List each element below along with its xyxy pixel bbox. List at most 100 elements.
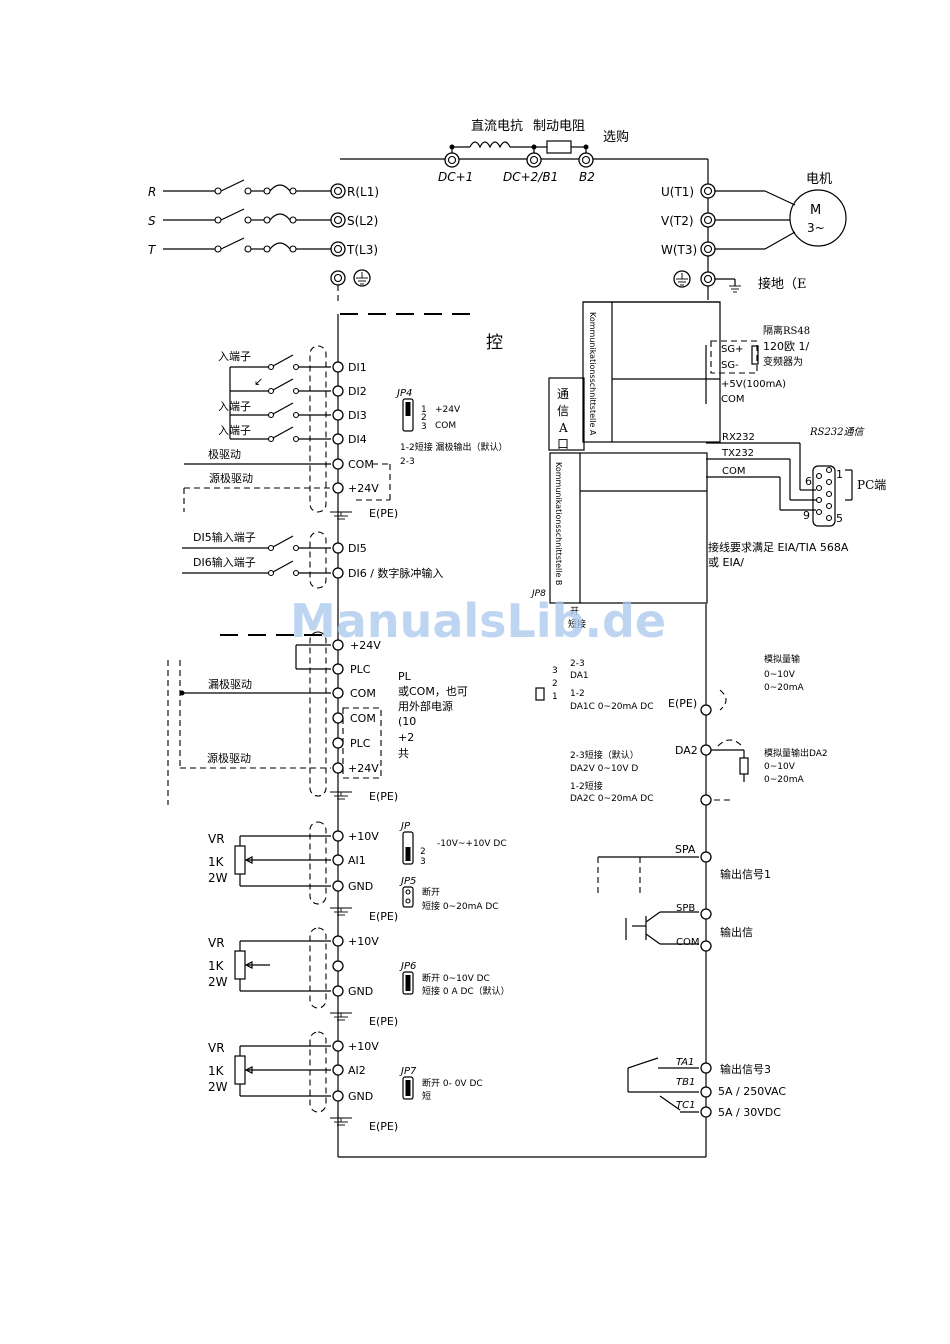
svg-text:JP5: JP5 <box>399 876 416 887</box>
svg-text:↙: ↙ <box>254 375 263 388</box>
svg-text:开: 开 <box>570 606 579 617</box>
svg-text:DA2V 0~10V D: DA2V 0~10V D <box>570 764 638 774</box>
svg-text:+24V: +24V <box>350 639 381 652</box>
svg-text:E(PE): E(PE) <box>369 1015 398 1028</box>
terminal-w: W(T3) <box>661 243 697 257</box>
svg-text:短接: 短接 <box>568 618 586 630</box>
svg-text:入端子: 入端子 <box>218 350 251 363</box>
dc-reactor-coil <box>469 141 511 149</box>
svg-text:1: 1 <box>421 405 427 415</box>
svg-text:1-2短接 漏极输出（默认）: 1-2短接 漏极输出（默认） <box>400 441 508 453</box>
motor-symbol <box>789 189 847 247</box>
svg-text:断开 0- 0V DC: 断开 0- 0V DC <box>422 1077 483 1089</box>
svg-text:E(PE): E(PE) <box>369 790 398 803</box>
ground-icon <box>330 511 352 520</box>
b2-label: B2 <box>579 170 595 184</box>
svg-text:-10V~+10V DC: -10V~+10V DC <box>437 839 507 849</box>
svg-text:输出信号1: 输出信号1 <box>720 867 771 881</box>
svg-text:2W: 2W <box>208 871 228 885</box>
svg-text:+24V: +24V <box>435 405 461 415</box>
terminal-t-label: T(L3) <box>346 243 378 257</box>
svg-text:JP: JP <box>399 821 411 832</box>
svg-text:M: M <box>810 203 821 218</box>
terminal-u: U(T1) <box>661 185 694 199</box>
svg-text:DI6输入端子: DI6输入端子 <box>193 555 256 569</box>
svg-text:TA1: TA1 <box>676 1057 694 1068</box>
svg-text:DA2C 0~20mA DC: DA2C 0~20mA DC <box>570 794 654 804</box>
terminal-di5: DI5 <box>348 542 367 555</box>
terminal-r-label: R(L1) <box>347 185 379 199</box>
svg-text:PL: PL <box>398 670 412 683</box>
svg-text:R: R <box>148 185 156 199</box>
brake-resistor-label: 制动电阻 <box>533 119 585 134</box>
jp4-label: JP4 <box>395 388 412 399</box>
analog-outputs: 模拟量输 0~10V 0~20mA 3 2 1 2-3 DA1 1-2 DA1C… <box>535 653 828 806</box>
terminal-24v: +24V <box>348 482 379 495</box>
svg-text:COM: COM <box>435 421 456 431</box>
svg-text:模拟量输出DA2: 模拟量输出DA2 <box>764 747 828 759</box>
phase-r: R R(L1) <box>148 179 379 199</box>
terminal-v: V(T2) <box>661 214 694 228</box>
svg-text:JP7: JP7 <box>399 1066 417 1077</box>
svg-text:3: 3 <box>421 422 427 432</box>
ground-icon <box>330 1012 352 1021</box>
svg-text:1K: 1K <box>208 959 225 973</box>
ground-icon <box>729 285 741 293</box>
di3-switch <box>230 402 331 419</box>
svg-text:GND: GND <box>348 880 373 893</box>
svg-text:S: S <box>148 214 156 228</box>
jp4-jumper <box>402 398 414 432</box>
db9-connector <box>812 465 836 527</box>
potentiometer <box>234 845 246 875</box>
svg-text:+2: +2 <box>398 731 414 744</box>
svg-text:PLC: PLC <box>350 737 371 750</box>
svg-text:模拟量输: 模拟量输 <box>764 653 800 665</box>
terminal-epe: E(PE) <box>369 507 398 520</box>
svg-text:2W: 2W <box>208 975 228 989</box>
svg-text:Kommunikationsschnittstelle A: Kommunikationsschnittstelle A <box>588 312 597 436</box>
svg-text:3~: 3~ <box>807 221 825 235</box>
di4-switch <box>230 426 331 443</box>
dc-reactor-label: 直流电抗 <box>471 119 523 134</box>
motor-section: 电机 M 3~ U(T1) V(T2) W(T3) 接地（E <box>661 159 847 300</box>
phase-t: T T(L3) <box>148 237 378 257</box>
svg-text:输出信: 输出信 <box>720 925 753 939</box>
terminal-com: COM <box>348 458 374 471</box>
svg-text:接线要求满足 EIA/TIA 568A: 接线要求满足 EIA/TIA 568A <box>708 540 849 554</box>
watermark: ManualsLib.de <box>290 594 666 648</box>
svg-text:入端子: 入端子 <box>218 400 251 413</box>
comm-panel-a <box>582 301 721 443</box>
digital-inputs: 入端子 ↙ 入端子 入端子 <box>183 345 508 520</box>
svg-text:2: 2 <box>552 679 558 689</box>
svg-text:短接 0~20mA DC: 短接 0~20mA DC <box>422 900 499 912</box>
svg-text:6: 6 <box>805 475 812 488</box>
svg-text:DI5输入端子: DI5输入端子 <box>193 530 256 544</box>
svg-text:RX232: RX232 <box>722 432 755 443</box>
svg-text:COM: COM <box>722 466 745 477</box>
svg-text:源极驱动: 源极驱动 <box>207 751 251 765</box>
svg-text:+24V: +24V <box>348 762 379 775</box>
svg-text:漏极驱动: 漏极驱动 <box>208 677 252 691</box>
svg-text:AI1: AI1 <box>348 854 366 867</box>
phase-s: S S(L2) <box>148 208 378 228</box>
plc-block: 漏极驱动 源极驱动 +24V PLC COM COM PLC +24V E(PE… <box>167 631 468 805</box>
svg-text:VR: VR <box>208 832 225 846</box>
svg-text:DA1: DA1 <box>570 671 589 681</box>
svg-text:E(PE): E(PE) <box>369 910 398 923</box>
svg-text:2: 2 <box>421 413 427 423</box>
svg-text:120欧 1/: 120欧 1/ <box>763 340 809 353</box>
svg-text:E(PE): E(PE) <box>369 1120 398 1133</box>
svg-text:隔离RS48: 隔离RS48 <box>763 324 810 337</box>
analog-input-1: VR 1K 2W +10V AI1 GND E(PE) JP 2 3 -10V~… <box>208 821 507 923</box>
terminal-di6: DI6 / 数字脉冲输入 <box>348 566 443 580</box>
svg-text:3: 3 <box>420 857 426 867</box>
svg-text:DA1C 0~20mA DC: DA1C 0~20mA DC <box>570 702 654 712</box>
svg-text:信: 信 <box>557 404 569 418</box>
svg-text:共: 共 <box>398 747 409 760</box>
ground-icon <box>356 272 368 285</box>
svg-text:用外部电源: 用外部电源 <box>398 699 453 713</box>
svg-text:1-2: 1-2 <box>570 689 585 699</box>
svg-text:0~20mA: 0~20mA <box>764 775 804 785</box>
comm-section: Kommunikationsschnittstelle A 通 信 A 口 隔离… <box>530 301 886 630</box>
